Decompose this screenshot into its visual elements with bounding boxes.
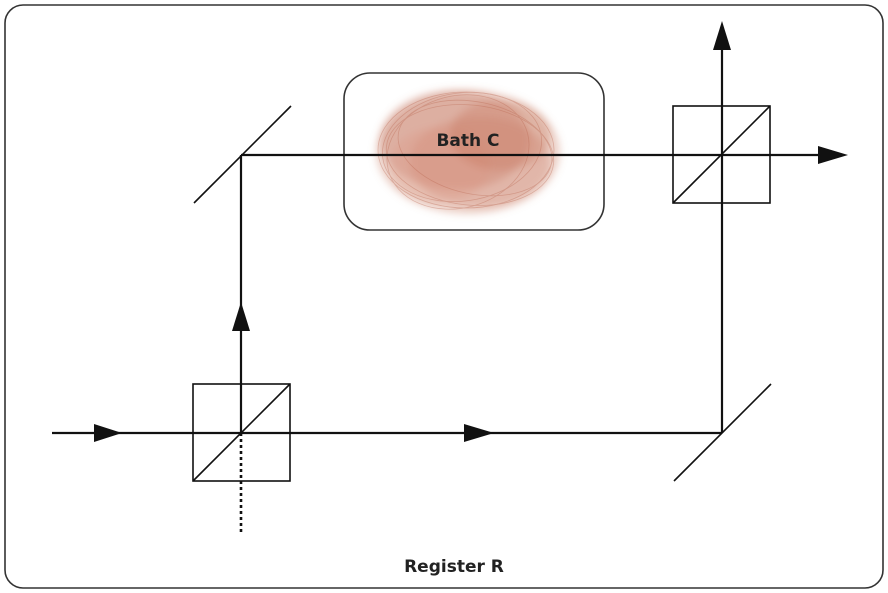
register-label: Register R [404, 557, 504, 577]
bath-region: Bath C [343, 72, 605, 231]
arrow-lower-arm [464, 424, 494, 442]
arrow-left-up [232, 302, 250, 331]
arrow-output-up [713, 21, 731, 50]
register-frame [4, 4, 884, 589]
arrow-output-right [818, 146, 848, 164]
mirror-bottom-right [673, 383, 772, 482]
beam-arrows [94, 21, 848, 442]
arrow-input [94, 424, 122, 442]
bath-label: Bath C [436, 131, 499, 151]
beam-splitter-output [672, 105, 771, 204]
mirror-top-left [193, 105, 292, 204]
beam-splitter-input [192, 383, 291, 482]
beam-paths [52, 45, 822, 535]
bath-box [343, 72, 605, 231]
bath-cloud [376, 90, 560, 214]
bath-cloud-strokes [377, 91, 555, 210]
